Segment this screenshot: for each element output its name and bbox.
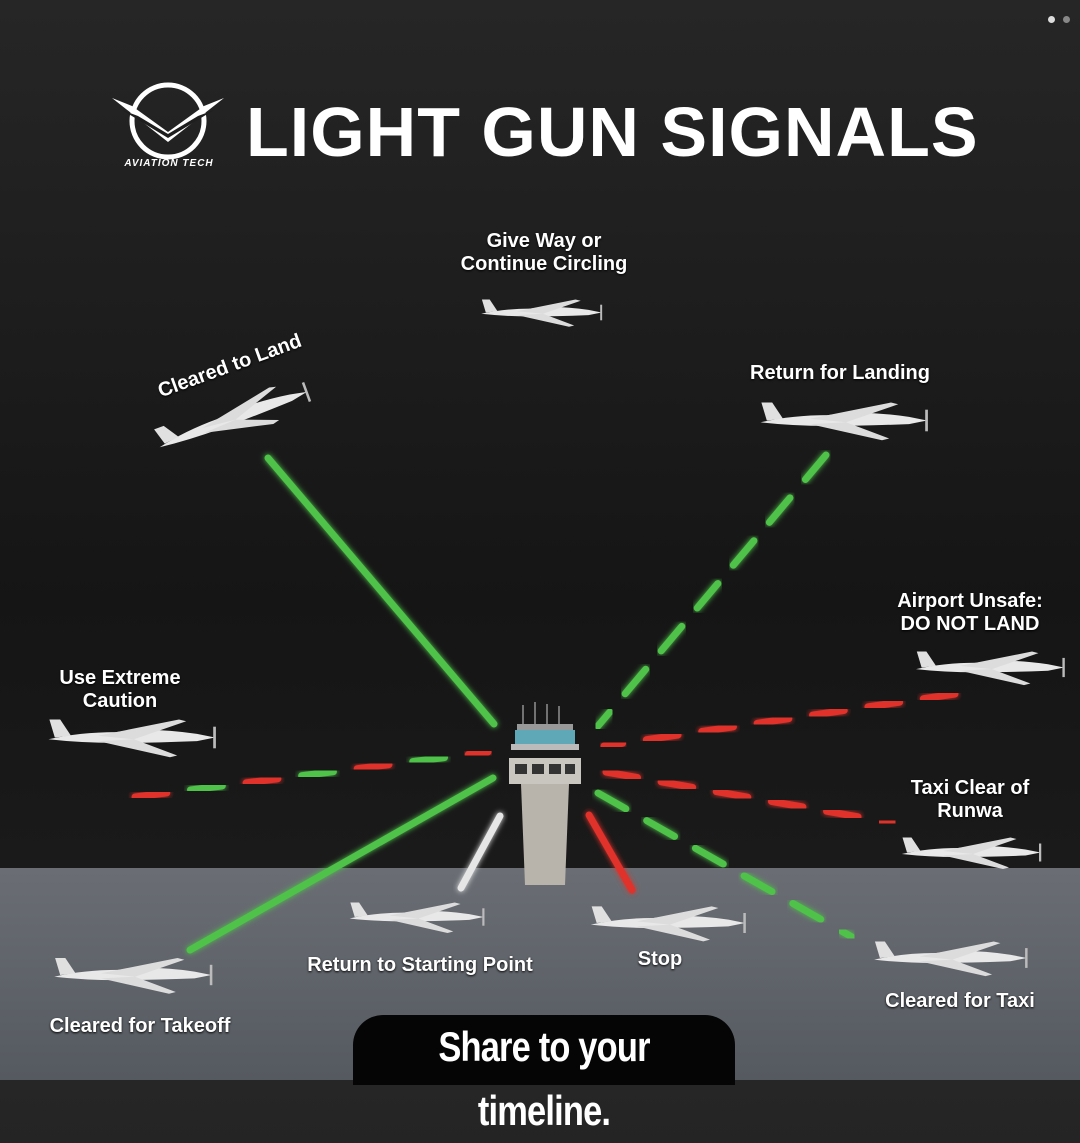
- label-line: Give Way or: [486, 230, 602, 252]
- airplane-icon: [141, 351, 328, 484]
- share-text: Share to your timeline.: [438, 1023, 650, 1134]
- beam-line: [457, 812, 504, 892]
- beam-dash: [594, 789, 630, 813]
- airplane-icon: [346, 892, 491, 942]
- beam-dash: [643, 817, 679, 840]
- beam-line: [585, 811, 636, 894]
- airplane-icon: [478, 290, 608, 335]
- beam-dash: [878, 817, 897, 827]
- page-title: LIGHT GUN SIGNALS: [246, 93, 979, 171]
- page-dot[interactable]: [1048, 16, 1055, 23]
- share-banner[interactable]: Share to your timeline.: [353, 1015, 735, 1134]
- beam-dash: [753, 715, 793, 727]
- signal-label: Cleared for Takeoff: [49, 1015, 231, 1037]
- beam-dash: [600, 739, 627, 750]
- beam-dash: [691, 844, 727, 868]
- beam-dash: [693, 580, 722, 612]
- beam-dash: [729, 537, 758, 569]
- beam-dash: [809, 706, 848, 719]
- signal-label: Stop: [637, 948, 683, 970]
- beam-dash: [765, 494, 794, 526]
- beam-dash: [740, 872, 776, 896]
- airplane-icon: [50, 940, 220, 1010]
- label-line: Caution: [82, 690, 158, 712]
- beam-line: [264, 454, 498, 728]
- beam-line: [186, 774, 497, 954]
- airplane-icon: [575, 898, 765, 948]
- beam-dash: [187, 782, 226, 794]
- beam-dash: [789, 899, 825, 923]
- beam-dash: [864, 698, 904, 711]
- beam-dash: [642, 731, 682, 744]
- logo-text: AVIATION TECH: [124, 158, 214, 169]
- signal-label: Airport Unsafe:DO NOT LAND: [870, 590, 1070, 636]
- signal-label: Cleared for Taxi: [885, 990, 1035, 1012]
- label-line: Taxi Clear of: [910, 777, 1030, 799]
- beam-dash: [353, 761, 393, 773]
- beam-dash: [712, 788, 752, 801]
- airplane-icon: [44, 710, 224, 765]
- beam-dash: [801, 451, 830, 483]
- beam-dash: [919, 690, 959, 703]
- label-line: Runwa: [937, 800, 1003, 822]
- airplane-icon: [756, 393, 936, 448]
- signal-label: Return to Starting Point: [307, 954, 533, 976]
- airplane-icon: [912, 640, 1072, 695]
- beam-dash: [621, 665, 650, 698]
- label-line: Use Extreme: [59, 667, 181, 689]
- beam-dash: [242, 775, 282, 787]
- beam-dash: [298, 768, 337, 780]
- page-indicator[interactable]: [1048, 16, 1070, 23]
- beam-dash: [698, 723, 737, 736]
- beam-dash: [657, 622, 686, 655]
- control-tower: [509, 702, 581, 885]
- beam-dash: [838, 927, 856, 941]
- beam-dash: [657, 778, 697, 791]
- beam-dash: [594, 708, 614, 730]
- page-dot[interactable]: [1063, 16, 1070, 23]
- label-line: DO NOT LAND: [900, 613, 1040, 635]
- beam-dash: [131, 789, 171, 801]
- beam-dash: [409, 754, 448, 766]
- signal-beams: [131, 344, 959, 954]
- airplane-icon: [870, 928, 1035, 988]
- label-line: Continue Circling: [460, 253, 628, 275]
- beam-dash: [464, 748, 492, 759]
- airplane-icon: [878, 830, 1068, 875]
- beam-dash: [602, 768, 642, 782]
- aviation-tech-logo: [112, 82, 224, 160]
- label-line: Airport Unsafe:: [897, 590, 1043, 612]
- signal-label: Return for Landing: [750, 362, 930, 384]
- beam-dash: [767, 797, 807, 811]
- beam-dash: [823, 807, 862, 821]
